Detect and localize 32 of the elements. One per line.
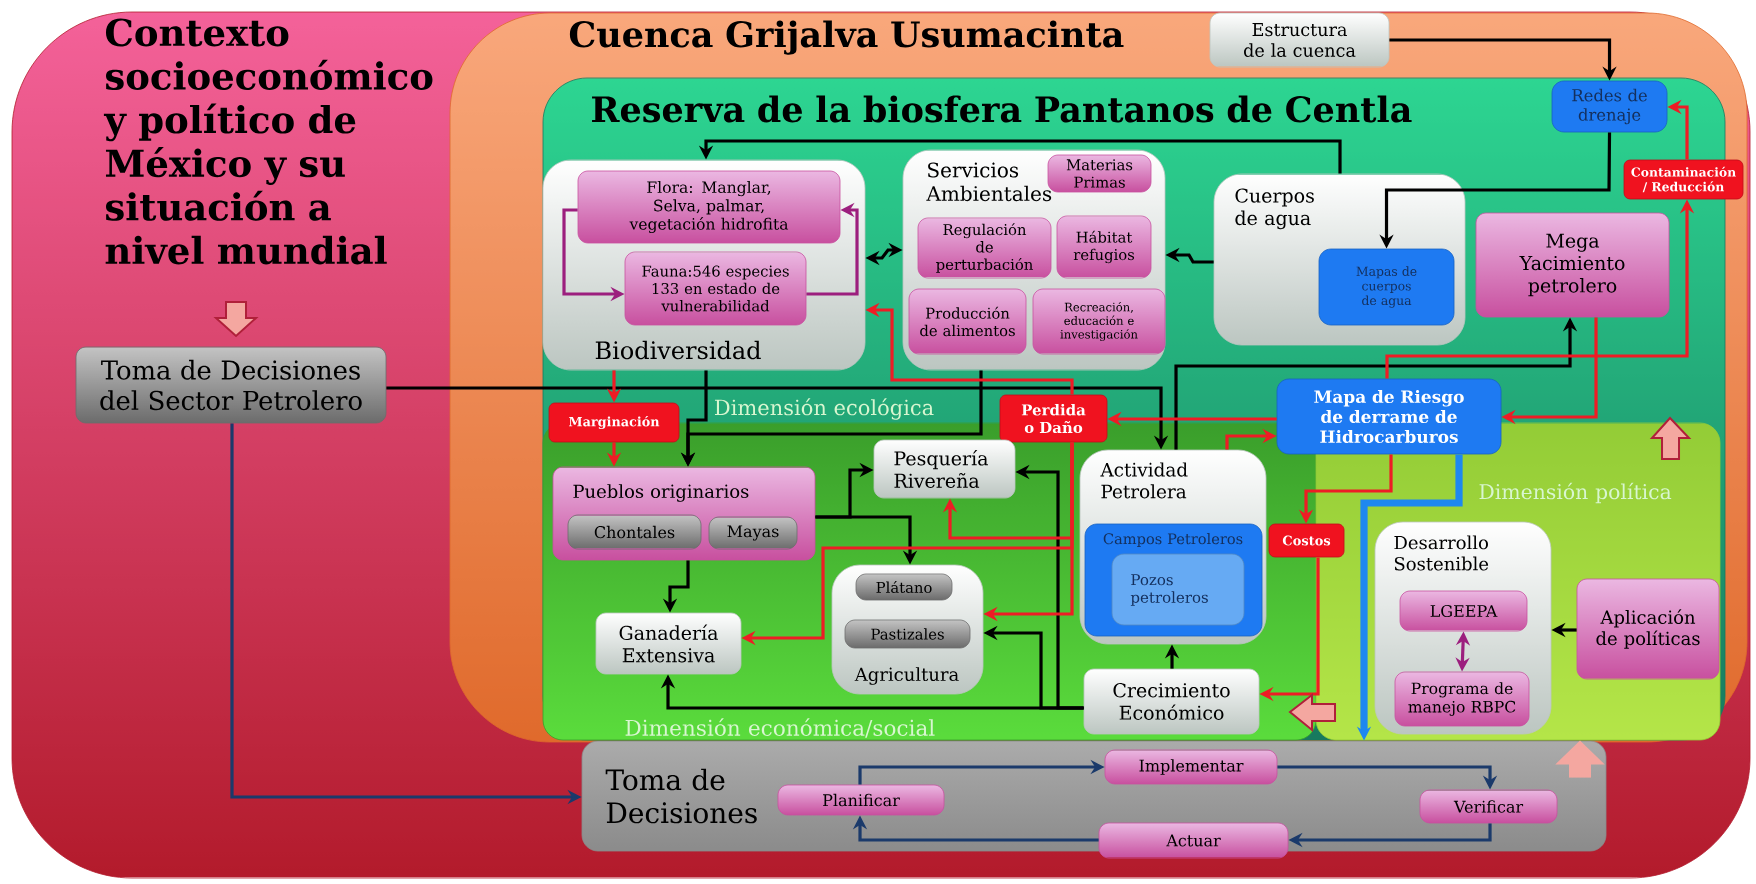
rounded-box: Recreación, educación e investigación (1032, 288, 1166, 355)
rounded-box: Flora: Manglar, Selva, palmar, vegetación hidrofita (577, 170, 841, 244)
rounded-box: Crecimiento Económico (1083, 668, 1260, 735)
rounded-box: Implementar (1104, 749, 1278, 785)
tag-box: Perdida o Daño (999, 394, 1108, 443)
tag-box: Contaminación / Reducción (1623, 159, 1744, 200)
rounded-box: Plátano (855, 573, 953, 601)
rounded-box: Estructura de la cuenca (1209, 12, 1390, 68)
rounded-box: Pastizales (844, 619, 971, 649)
rounded-box: Verificar (1419, 789, 1558, 824)
rounded-box: Mapa de Riesgo de derrame de Hidrocarburos (1276, 378, 1502, 455)
rounded-box: Toma de Decisiones del Sector Petrolero (75, 346, 387, 424)
rounded-box: Pesquería Rivereña (873, 439, 1016, 499)
rounded-box: Chontales (567, 514, 702, 550)
rounded-box: Fauna:546 especies 133 en estado de vulnerabilidad (624, 251, 807, 326)
rounded-box: LGEEPA (1399, 590, 1528, 632)
dimension-label: Dimensión ecológica (715, 398, 934, 420)
rounded-box: Mayas (708, 516, 798, 550)
tag-box: Costos (1268, 523, 1345, 558)
rounded-box: Producción de alimentos (908, 288, 1027, 355)
rounded-box: Actuar (1098, 822, 1289, 859)
rounded-box: Regulación de perturbación (917, 217, 1052, 279)
rounded-box: Mapas de cuerpos de agua (1318, 248, 1455, 326)
rounded-box: Mega Yacimiento petrolero (1475, 212, 1670, 318)
rounded-box: Pozos petroleros (1111, 553, 1245, 626)
rounded-box: Redes de drenaje (1551, 80, 1668, 133)
rounded-box: Programa de manejo RBPC (1394, 671, 1530, 727)
rounded-box: Aplicación de políticas (1576, 578, 1720, 680)
rounded-box: Planificar (777, 784, 945, 816)
rounded-box: Hábitat refugios (1056, 215, 1152, 279)
tag-box: Marginación (548, 402, 680, 443)
rounded-box: Ganadería Extensiva (595, 612, 742, 675)
